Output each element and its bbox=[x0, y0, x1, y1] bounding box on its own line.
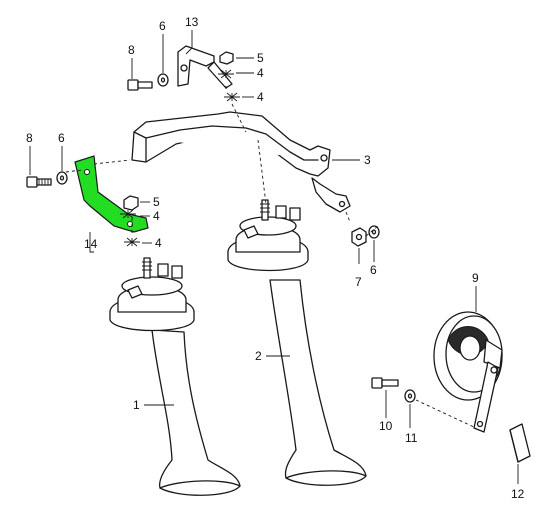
lockwasher-4-mid-a bbox=[120, 209, 136, 219]
callout-10: 10 bbox=[379, 419, 393, 433]
callout-5-top: 5 bbox=[257, 51, 264, 65]
callout-6-top: 6 bbox=[159, 19, 166, 33]
callout-12: 12 bbox=[511, 487, 525, 501]
callout-13: 13 bbox=[185, 15, 199, 29]
callout-4-mid-b: 4 bbox=[155, 236, 162, 250]
lockwasher-4-top-b bbox=[224, 92, 240, 102]
callout-4-top-a: 4 bbox=[257, 66, 264, 80]
washer-6-top bbox=[157, 73, 169, 87]
callout-5-mid: 5 bbox=[153, 195, 160, 209]
plate-12 bbox=[509, 423, 531, 463]
callout-14: 14 bbox=[84, 237, 98, 251]
callout-7: 7 bbox=[355, 275, 362, 289]
bolt-10 bbox=[371, 377, 399, 389]
bolt-8-top bbox=[127, 79, 153, 91]
bolt-8-left bbox=[26, 176, 52, 188]
bracket-13 bbox=[177, 45, 233, 89]
horn-2 bbox=[227, 199, 367, 486]
nut-7 bbox=[351, 227, 367, 247]
callout-labels: 1 2 3 4 4 4 4 5 5 6 6 6 7 8 8 9 10 11 12… bbox=[26, 15, 525, 501]
nut-5-mid bbox=[123, 195, 139, 211]
callout-6-right: 6 bbox=[370, 263, 377, 277]
nut-5-top bbox=[219, 51, 234, 65]
washer-6-right bbox=[368, 225, 380, 239]
callout-4-mid-a: 4 bbox=[153, 209, 160, 223]
callout-4-top-b: 4 bbox=[257, 90, 264, 104]
alignment-lines bbox=[65, 86, 477, 429]
lockwasher-4-mid-b bbox=[124, 237, 140, 247]
callout-2: 2 bbox=[255, 349, 262, 363]
callout-6-left: 6 bbox=[58, 131, 65, 145]
callout-1: 1 bbox=[133, 398, 140, 412]
callout-8-left: 8 bbox=[26, 131, 33, 145]
callout-3: 3 bbox=[364, 153, 371, 167]
callout-8-top: 8 bbox=[128, 43, 135, 57]
leader-lines bbox=[29, 30, 519, 484]
lockwasher-4-top-a bbox=[218, 69, 234, 79]
horn-1 bbox=[109, 257, 241, 496]
horn-9 bbox=[433, 311, 503, 433]
bracket-14-highlighted bbox=[74, 155, 149, 233]
callout-9: 9 bbox=[472, 271, 479, 285]
washer-6-left bbox=[56, 171, 68, 185]
bracket-3 bbox=[131, 111, 351, 213]
washer-11 bbox=[404, 389, 416, 403]
callout-11: 11 bbox=[405, 431, 418, 445]
